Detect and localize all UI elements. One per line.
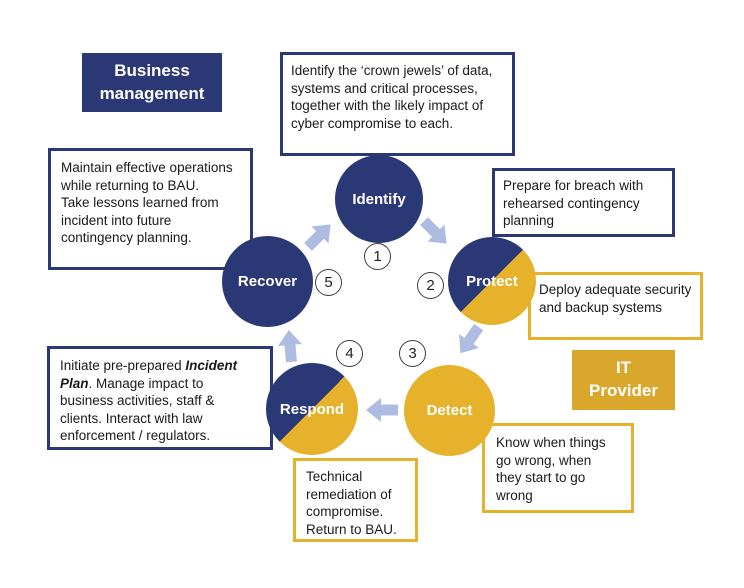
recover-note: Maintain effective operations while retu…: [48, 148, 253, 270]
arrow-shape: [278, 330, 302, 363]
protect-it-note: Deploy adequate security and backup syst…: [528, 272, 703, 340]
respond-it-note: Technical remediation of compromise. Ret…: [293, 458, 418, 542]
arrow-shape: [304, 224, 331, 251]
step-3-badge: 3: [399, 340, 426, 367]
recover-stage-label: Recover: [237, 273, 298, 290]
identify-stage-circle: Identify: [335, 155, 423, 243]
detect-note: Know when things go wrong, when they sta…: [482, 423, 634, 513]
protect-stage-label: Protect: [466, 272, 518, 290]
identify-stage-label: Identify: [352, 190, 406, 208]
step-2-badge: 2: [417, 272, 444, 299]
respond-note-text-pre: Initiate pre-prepared: [60, 358, 186, 373]
arrow-protect-to-detect-icon: [459, 323, 484, 354]
recover-stage-circle: Recover: [222, 236, 313, 327]
identify-note: Identify the ‘crown jewels’ of data, sys…: [280, 52, 515, 156]
arrow-shape: [420, 217, 447, 244]
step-5-badge: 5: [315, 269, 342, 296]
business-management-label: Business management: [82, 53, 222, 112]
arrow-recover-to-identify-icon: [304, 224, 331, 251]
respond-note-text-emphasis: Incident Plan: [60, 358, 238, 391]
detect-stage-circle: Detect: [404, 365, 495, 456]
detect-stage-label: Detect: [426, 402, 473, 419]
respond-stage-label: Respond: [279, 400, 345, 418]
respond-stage-circle: Respond: [266, 363, 358, 455]
protect-stage-circle: Protect: [448, 237, 536, 325]
arrow-respond-to-recover-icon: [278, 330, 302, 363]
arrow-identify-to-protect-icon: [420, 217, 447, 244]
arrow-shape: [459, 323, 484, 354]
respond-business-note: Initiate pre-prepared Incident Plan. Man…: [47, 346, 273, 450]
arrow-shape: [366, 398, 398, 422]
protect-business-note: Prepare for breach with rehearsed contin…: [492, 168, 675, 237]
step-4-badge: 4: [336, 340, 363, 367]
arrow-detect-to-respond-icon: [366, 398, 398, 422]
it-provider-label: IT Provider: [572, 350, 675, 410]
respond-note-text-post: . Manage impact to business activities, …: [60, 375, 215, 444]
step-1-badge: 1: [364, 243, 391, 270]
